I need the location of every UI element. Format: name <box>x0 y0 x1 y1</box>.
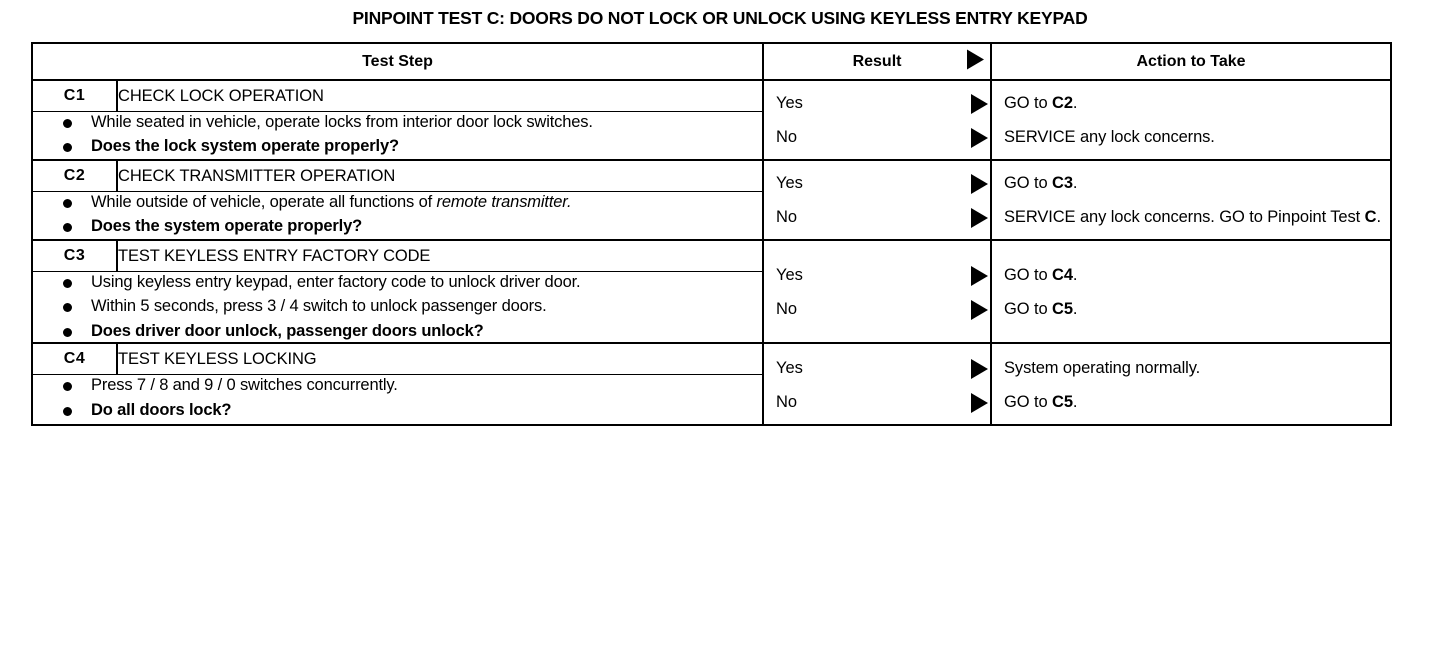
result-row: Yes <box>764 358 990 380</box>
list-item: While outside of vehicle, operate all fu… <box>33 192 762 213</box>
result-row: Yes <box>764 265 990 287</box>
column-header-test-step: Test Step <box>33 44 765 81</box>
action-step-ref: C5 <box>1052 299 1073 318</box>
right-triangle-icon <box>971 299 989 325</box>
right-triangle-icon <box>971 265 989 291</box>
action-text: GO to C4. <box>1004 265 1078 284</box>
action-step-ref: C2 <box>1052 94 1073 112</box>
action-text: GO to C3. <box>1004 174 1078 192</box>
result-row: No <box>764 127 990 149</box>
action-row: SERVICE any lock concerns. <box>992 127 1390 149</box>
result-label-yes: Yes <box>776 359 803 378</box>
action-cell-c4: System operating normally. GO to C5. <box>991 343 1390 424</box>
step-title-c1: CHECK LOCK OPERATION <box>117 80 765 112</box>
right-triangle-icon <box>971 393 989 418</box>
result-row: Yes <box>764 173 990 195</box>
action-text: GO to C5. <box>1004 299 1078 318</box>
step-title-c2: CHECK TRANSMITTER OPERATION <box>117 160 765 192</box>
list-item: Does the system operate properly? <box>33 216 762 237</box>
action-step-ref: C5 <box>1052 393 1073 412</box>
list-item: While seated in vehicle, operate locks f… <box>33 112 762 133</box>
bullet-list-c3: Using keyless entry keypad, enter factor… <box>33 271 765 345</box>
action-step-ref: C4 <box>1052 265 1073 284</box>
action-row: SERVICE any lock concerns. GO to Pinpoin… <box>992 207 1390 229</box>
column-header-action-to-take: Action to Take <box>991 44 1391 81</box>
action-text: SERVICE any lock concerns. GO to Pinpoin… <box>1004 208 1381 226</box>
step-title-c3: TEST KEYLESS ENTRY FACTORY CODE <box>117 240 765 272</box>
action-cell-c3: GO to C4. GO to C5. <box>991 240 1391 345</box>
list-item: Press 7 / 8 and 9 / 0 switches concurren… <box>33 375 762 396</box>
list-item: Do all doors lock? <box>33 400 762 421</box>
result-label-yes: Yes <box>776 174 803 192</box>
list-item: Within 5 seconds, press 3 / 4 switch to … <box>33 296 762 317</box>
result-row: No <box>764 207 990 229</box>
result-label-yes: Yes <box>776 265 803 284</box>
right-triangle-icon <box>971 128 989 153</box>
result-row: No <box>764 392 990 414</box>
action-step-ref: C3 <box>1052 174 1073 192</box>
table-row: Using keyless entry keypad, enter factor… <box>33 271 1390 345</box>
step-code-c3: C3 <box>33 240 118 272</box>
action-row: System operating normally. <box>992 358 1390 380</box>
step-code-c4: C4 <box>33 343 118 376</box>
action-row: GO to C4. <box>992 265 1390 287</box>
result-label-no: No <box>776 128 798 146</box>
result-row: Yes <box>764 93 990 115</box>
action-row: GO to C2. <box>992 93 1390 115</box>
emphasis-text: remote transmitter. <box>436 193 572 211</box>
right-triangle-icon <box>971 174 989 199</box>
bullet-list-c1: While seated in vehicle, operate locks f… <box>33 111 765 161</box>
step-code-c2: C2 <box>33 160 118 192</box>
action-row: GO to C5. <box>992 392 1390 414</box>
bullet-list-c4: Press 7 / 8 and 9 / 0 switches concurren… <box>33 374 765 425</box>
action-row: GO to C3. <box>992 173 1390 195</box>
column-header-result: Result <box>763 44 993 81</box>
bullet-list-c2: While outside of vehicle, operate all fu… <box>33 191 765 241</box>
right-triangle-icon <box>971 94 989 119</box>
column-header-result-label: Result <box>852 52 902 70</box>
right-triangle-icon <box>967 49 985 74</box>
result-row: No <box>764 299 990 321</box>
result-label-no: No <box>776 299 798 318</box>
action-text: SERVICE any lock concerns. <box>1004 128 1215 146</box>
action-cell-c2: GO to C3. SERVICE any lock concerns. GO t… <box>991 160 1391 241</box>
list-item: Does driver door unlock, passenger doors… <box>33 321 762 342</box>
step-code-c1: C1 <box>33 80 118 112</box>
list-item: Using keyless entry keypad, enter factor… <box>33 272 762 293</box>
step-title-c4: TEST KEYLESS LOCKING <box>117 343 765 376</box>
action-text: GO to C2. <box>1004 94 1078 112</box>
page-title: PINPOINT TEST C: DOORS DO NOT LOCK OR UN… <box>352 8 1088 28</box>
result-label-no: No <box>776 393 798 412</box>
right-triangle-icon <box>971 359 989 384</box>
result-label-no: No <box>776 208 798 226</box>
table-header-row: Test Step Result Action to Take <box>33 44 1391 81</box>
result-label-yes: Yes <box>776 94 803 112</box>
list-item: Does the lock system operate properly? <box>33 136 762 157</box>
action-step-ref: C <box>1364 208 1377 226</box>
table-row: While seated in vehicle, operate locks f… <box>33 111 1390 161</box>
action-row: GO to C5. <box>992 299 1390 321</box>
action-text: System operating normally. <box>1004 359 1201 378</box>
action-cell-c1: GO to C2. SERVICE any lock concerns. <box>991 80 1391 161</box>
table-row: Press 7 / 8 and 9 / 0 switches concurren… <box>33 374 1390 425</box>
table-row: While outside of vehicle, operate all fu… <box>33 191 1390 241</box>
right-triangle-icon <box>971 208 989 233</box>
action-text: GO to C5. <box>1004 393 1078 412</box>
